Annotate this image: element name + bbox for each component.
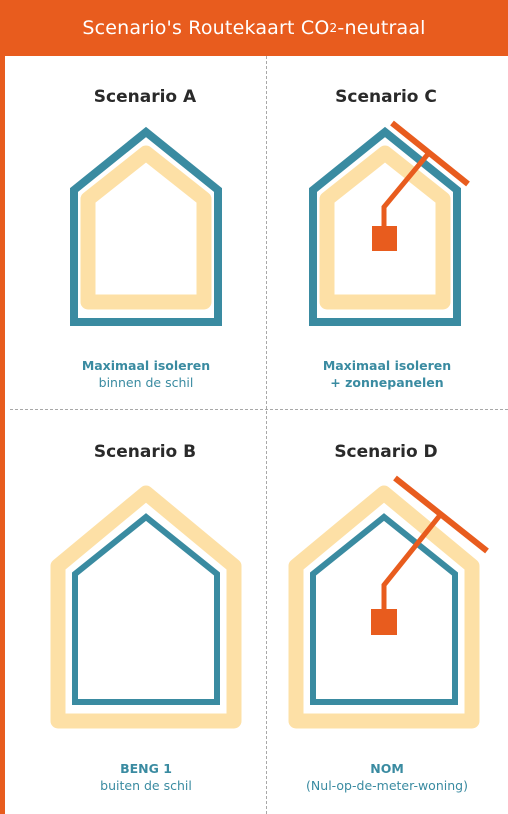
scenario-c-solar-cable-icon <box>381 152 430 230</box>
scenario-a-caption-title: Maximaal isoleren <box>81 358 211 373</box>
scenario-c-caption: Maximaal isoleren + zonnepanelen <box>262 357 508 391</box>
scenario-c-insulation-icon <box>319 145 451 310</box>
scenario-b-insulation-icon <box>50 485 242 729</box>
scenario-c-title: Scenario C <box>335 87 437 107</box>
left-accent-border <box>0 56 5 814</box>
scenario-a-shell-icon <box>70 126 222 326</box>
scenario-d-solar-cable-icon <box>381 512 443 612</box>
scenario-d-title: Scenario D <box>334 442 438 462</box>
scenario-d-inverter-icon <box>371 609 397 635</box>
scenario-c-solar-panel-icon <box>390 120 470 187</box>
scenario-b-caption-title: BENG 1 <box>120 761 172 776</box>
scenario-b-caption-subtitle: buiten de schil <box>100 778 192 793</box>
vertical-divider <box>266 56 267 814</box>
scenario-b-shell-icon <box>72 513 220 705</box>
scenario-c-caption-subtitle: + zonnepanelen <box>330 375 444 390</box>
title-subscript: 2 <box>329 21 338 35</box>
scenario-d-caption: NOM (Nul-op-de-meter-woning) <box>262 760 508 794</box>
scenario-b-title: Scenario B <box>93 442 197 462</box>
horizontal-divider <box>10 409 508 410</box>
scenario-a-caption-subtitle: binnen de schil <box>98 375 194 390</box>
scenario-b-caption: BENG 1 buiten de schil <box>21 760 271 794</box>
scenario-d-caption-title: NOM <box>370 761 404 776</box>
scenario-c-inverter-icon <box>372 226 397 251</box>
scenario-a-title: Scenario A <box>93 87 197 107</box>
title-suffix: -neutraal <box>337 17 426 39</box>
scenario-a-insulation-icon <box>80 145 212 310</box>
scenario-d-shell-icon <box>310 513 458 705</box>
title-prefix: Scenario's Routekaart CO <box>82 17 330 39</box>
scenario-a-caption: Maximaal isoleren binnen de schil <box>21 357 271 391</box>
scenario-d-caption-subtitle: (Nul-op-de-meter-woning) <box>306 778 468 793</box>
scenario-c-caption-title: Maximaal isoleren <box>322 358 452 373</box>
